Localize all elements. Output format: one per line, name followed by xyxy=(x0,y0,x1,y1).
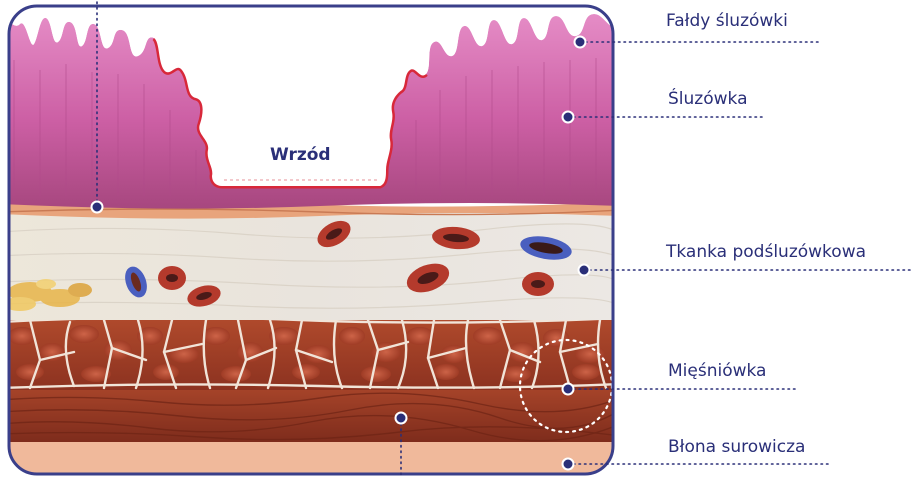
tissue-cross-section xyxy=(0,0,620,477)
anchor-dot xyxy=(92,202,103,213)
mucosa-label: Śluzówka xyxy=(668,87,747,109)
ulcer-label: Wrzód xyxy=(270,145,331,165)
vessel xyxy=(158,266,186,290)
lower-muscle-layer xyxy=(0,386,620,442)
mucosal-folds-label: Fałdy śluzówki xyxy=(666,11,788,31)
serosa-label: Błona surowicza xyxy=(668,437,805,457)
muscularis-label: Mięśniówka xyxy=(668,361,766,381)
vessel xyxy=(522,272,554,296)
serosa-layer xyxy=(0,440,620,477)
anchor-dot xyxy=(396,413,407,424)
anchor-dot xyxy=(563,459,574,470)
anchor-dot xyxy=(563,112,574,123)
submucosa-label: Tkanka podśluzówkowa xyxy=(665,242,866,262)
anchor-dot xyxy=(575,37,586,48)
anchor-dot xyxy=(563,384,574,395)
anchor-dot xyxy=(579,265,590,276)
